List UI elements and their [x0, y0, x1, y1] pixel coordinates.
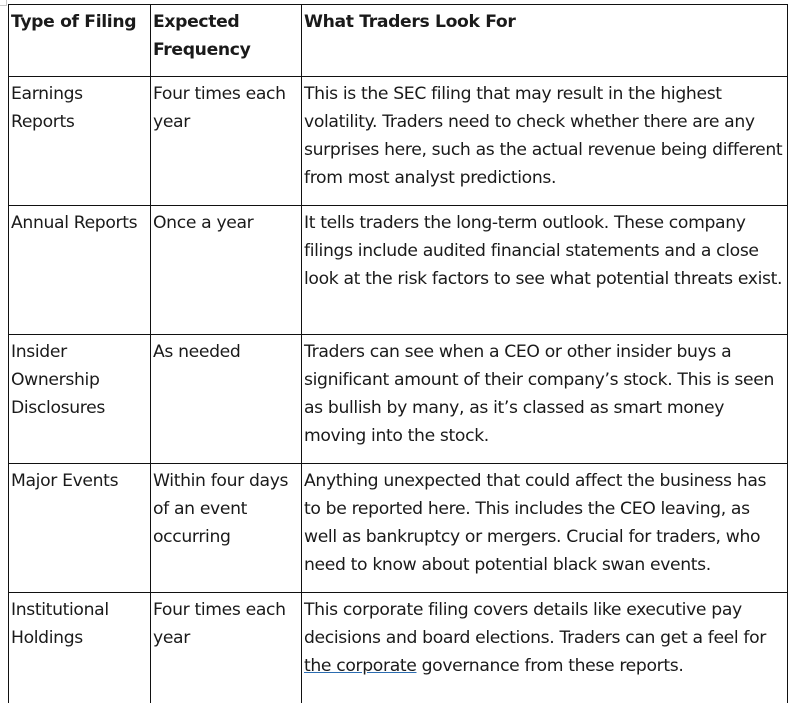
cell-look-for: This is the SEC filing that may result i…: [301, 76, 788, 206]
header-type-of-filing: Type of Filing: [8, 4, 151, 77]
cell-type: Institutional Holdings: [8, 592, 151, 703]
table-row: Institutional Holdings Four times each y…: [8, 592, 788, 703]
cell-type: Major Events: [8, 463, 151, 593]
look-for-text-before: This corporate filing covers details lik…: [304, 600, 767, 648]
cell-frequency: As needed: [150, 334, 302, 464]
cell-type: Insider Ownership Disclosures: [8, 334, 151, 464]
corner-marker: [0, 0, 7, 6]
corporate-governance-link[interactable]: the corporate: [304, 656, 417, 676]
cell-frequency: Within four days of an event occurring: [150, 463, 302, 593]
cell-frequency: Once a year: [150, 205, 302, 335]
cell-type: Annual Reports: [8, 205, 151, 335]
cell-look-for: This corporate filing covers details lik…: [301, 592, 788, 703]
cell-type: Earnings Reports: [8, 76, 151, 206]
look-for-text-after: governance from these reports.: [416, 656, 684, 676]
sec-filings-table: Type of Filing Expected Frequency What T…: [8, 4, 788, 703]
cell-frequency: Four times each year: [150, 76, 302, 206]
cell-look-for: Traders can see when a CEO or other insi…: [301, 334, 788, 464]
header-expected-frequency: Expected Frequency: [150, 4, 302, 77]
table-row: Annual Reports Once a year It tells trad…: [8, 205, 788, 335]
cell-look-for: It tells traders the long-term outlook. …: [301, 205, 788, 335]
table-row: Insider Ownership Disclosures As needed …: [8, 334, 788, 464]
header-row: Type of Filing Expected Frequency What T…: [8, 4, 788, 77]
table-row: Major Events Within four days of an even…: [8, 463, 788, 593]
cell-look-for: Anything unexpected that could affect th…: [301, 463, 788, 593]
table-row: Earnings Reports Four times each year Th…: [8, 76, 788, 206]
header-what-traders-look-for: What Traders Look For: [301, 4, 788, 77]
cell-frequency: Four times each year: [150, 592, 302, 703]
